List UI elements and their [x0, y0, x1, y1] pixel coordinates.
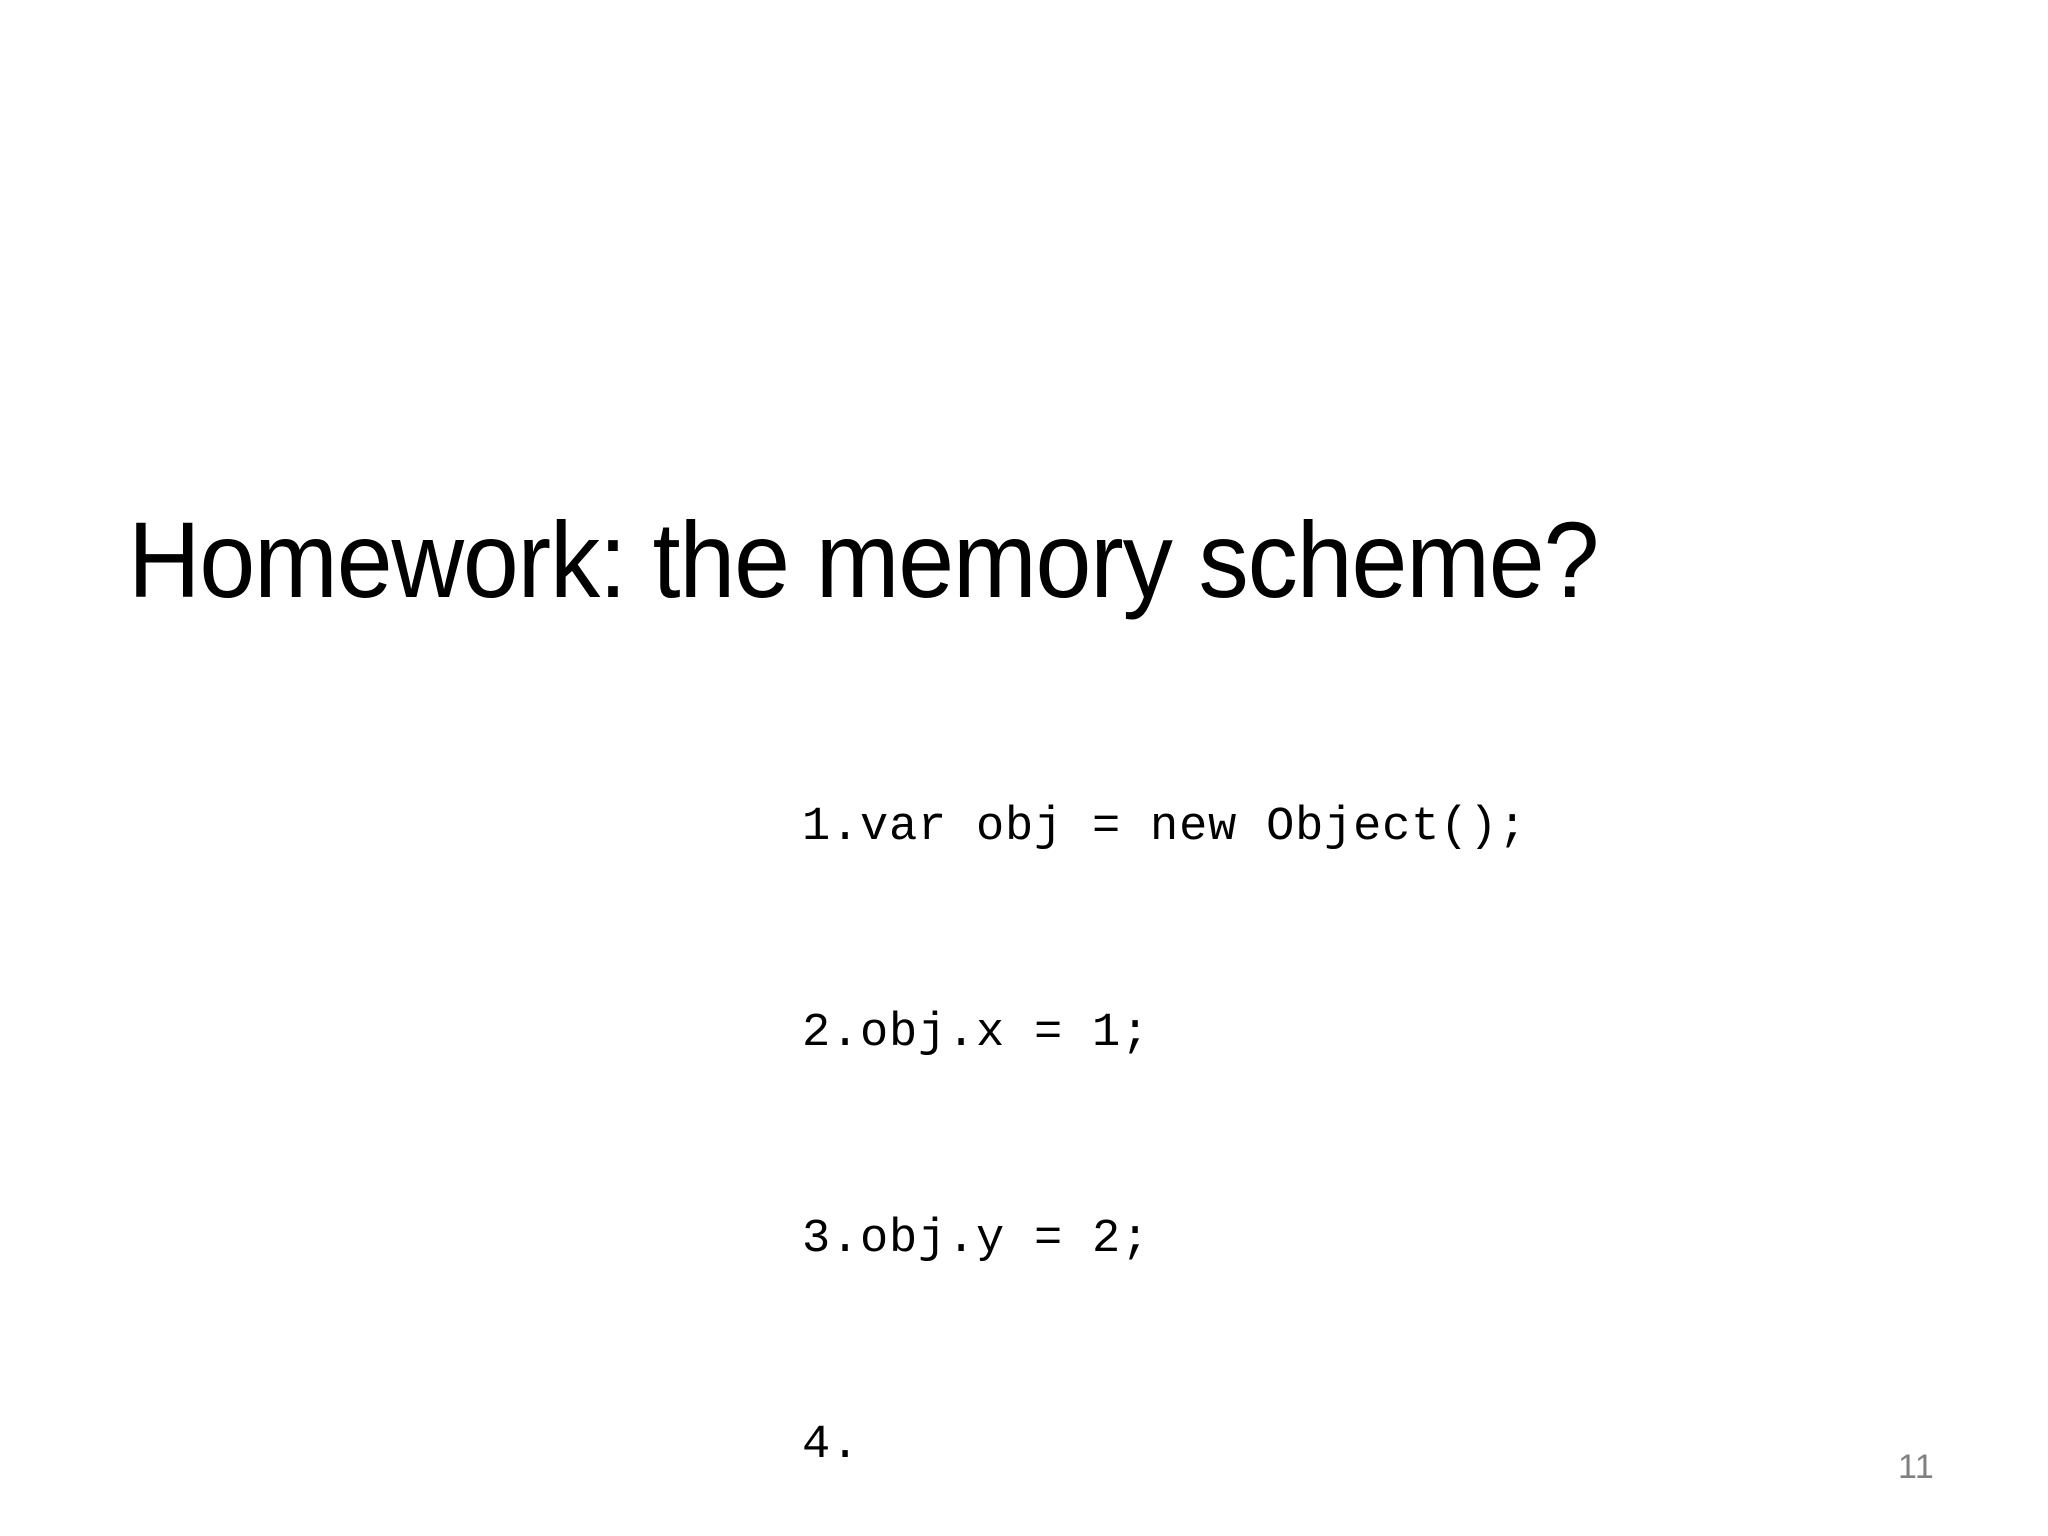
code-line-text: obj.x = 1; [860, 1006, 1151, 1060]
code-line-text: var obj = new Object(); [860, 801, 1528, 855]
code-line-number: 3. [802, 1212, 861, 1266]
code-line: 2.obj.x = 1; [802, 1000, 1643, 1069]
code-line-number: 2. [802, 1006, 861, 1060]
code-line-text: obj.y = 2; [860, 1212, 1151, 1266]
page-title: Homework: the memory scheme? [128, 499, 1599, 621]
code-line: 1.var obj = new Object(); [802, 794, 1643, 863]
slide-page-number: 11 [1898, 1448, 1935, 1486]
code-line-number: 1. [802, 801, 861, 855]
code-listing: 1.var obj = new Object(); 2.obj.x = 1; 3… [802, 657, 1643, 1536]
code-line-number: 4. [802, 1418, 861, 1472]
code-line: 3.obj.y = 2; [802, 1206, 1643, 1275]
code-line: 4. [802, 1412, 1643, 1481]
